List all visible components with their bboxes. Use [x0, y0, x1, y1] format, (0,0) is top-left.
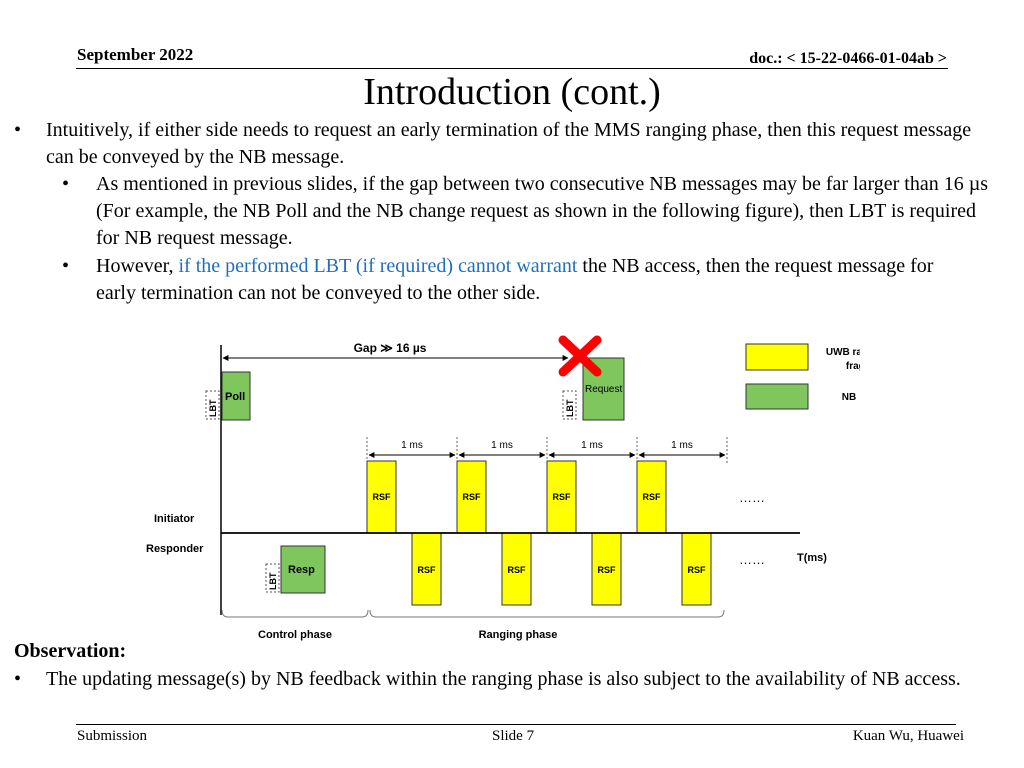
legend-rsf-label-1: UWB ranging sequence — [826, 347, 860, 358]
footer-divider — [76, 724, 956, 725]
bullet-mark: • — [62, 173, 70, 195]
control-phase-label: Control phase — [258, 629, 332, 641]
footer-author: Kuan Wu, Huawei — [852, 728, 964, 744]
initiator-label: Initiator — [154, 513, 195, 525]
responder-rsf-block — [681, 532, 712, 606]
lbt-box-resp — [265, 563, 280, 593]
initiator-rsf-block — [636, 460, 667, 534]
bullet-mark: • — [62, 255, 70, 277]
header-divider — [76, 68, 948, 69]
poll-block — [221, 371, 251, 421]
initiator-rsf-block — [456, 460, 487, 534]
ms-interval-label: 1 ms — [401, 440, 423, 451]
ms-intervals: 1 ms 1 ms 1 ms 1 ms — [368, 440, 726, 458]
slide-title: Introduction (cont.) — [363, 71, 661, 113]
responder-rsf-block — [501, 532, 532, 606]
legend-nb-swatch — [745, 383, 809, 410]
lbt-label-poll: LBT — [208, 399, 218, 417]
interval-dashes — [366, 437, 728, 463]
lbt-label-request: LBT — [565, 399, 575, 417]
initiator-rsf-label: RSF — [553, 492, 572, 502]
responder-rsf-label: RSF — [598, 565, 617, 575]
lbt-box-poll — [205, 390, 220, 420]
poll-label: Poll — [225, 391, 245, 403]
responder-rsf-block — [591, 532, 622, 606]
legend-rsf-label-2: fragment (RSF) — [846, 361, 860, 372]
ms-interval-label: 1 ms — [671, 440, 693, 451]
responder-rsf-label: RSF — [688, 565, 707, 575]
resp-block — [280, 545, 326, 594]
bullet-1-text: Intuitively, if either side needs to req… — [46, 119, 972, 168]
bullet-3-text-pre: However, — [96, 255, 179, 277]
bullet-mark: • — [14, 668, 22, 690]
ellipsis-initiator: …… — [739, 490, 765, 505]
ms-interval-label: 1 ms — [491, 440, 513, 451]
request-label: Request — [585, 384, 622, 395]
initiator-rsf-label: RSF — [373, 492, 392, 502]
responder-rsf-label: RSF — [418, 565, 437, 575]
bullet-3-text-highlight: if the performed LBT (if required) canno… — [178, 255, 578, 277]
bullet-3: • However, if the performed LBT (if requ… — [62, 253, 962, 307]
control-phase-brace — [221, 609, 369, 618]
ellipsis-responder: …… — [739, 552, 765, 567]
responder-rsf-label: RSF — [508, 565, 527, 575]
resp-label: Resp — [288, 564, 315, 576]
observation-bullet: • The updating message(s) by NB feedback… — [14, 666, 1004, 693]
observation-heading: Observation: — [14, 640, 127, 662]
header-doc-id: doc.: < 15-22-0466-01-04ab > — [749, 50, 947, 67]
responder-label: Responder — [146, 543, 204, 555]
initiator-rsf-label: RSF — [643, 492, 662, 502]
lbt-label-resp: LBT — [268, 572, 278, 590]
initiator-rsf-block — [366, 460, 397, 534]
initiator-rsf-group: RSF RSF RSF RSF — [366, 460, 667, 534]
lbt-box-request — [562, 390, 577, 420]
ranging-phase-brace — [369, 609, 725, 618]
time-axis-label: T(ms) — [797, 552, 827, 564]
header-date: September 2022 — [77, 45, 194, 64]
legend-rsf-swatch — [745, 343, 809, 371]
bullet-mark: • — [14, 119, 22, 141]
ranging-phase-label: Ranging phase — [479, 629, 558, 641]
footer-submission: Submission — [77, 728, 148, 744]
gap-label: Gap ≫ 16 µs — [354, 341, 427, 355]
bullet-2-text: As mentioned in previous slides, if the … — [96, 173, 989, 249]
bullet-3-text-post: the NB access, then the request message … — [96, 255, 934, 304]
footer-slide-number: Slide 7 — [492, 728, 535, 744]
ms-interval-label: 1 ms — [581, 440, 603, 451]
initiator-rsf-block — [546, 460, 577, 534]
observation-text: The updating message(s) by NB feedback w… — [46, 668, 961, 690]
bullet-1: • Intuitively, if either side needs to r… — [14, 117, 974, 171]
responder-rsf-block — [411, 532, 442, 606]
initiator-rsf-label: RSF — [463, 492, 482, 502]
cross-icon — [558, 335, 602, 377]
responder-rsf-group: RSF RSF RSF RSF — [411, 532, 712, 606]
bullet-2: • As mentioned in previous slides, if th… — [62, 171, 1002, 252]
legend-nb-label: NB — [842, 392, 856, 403]
